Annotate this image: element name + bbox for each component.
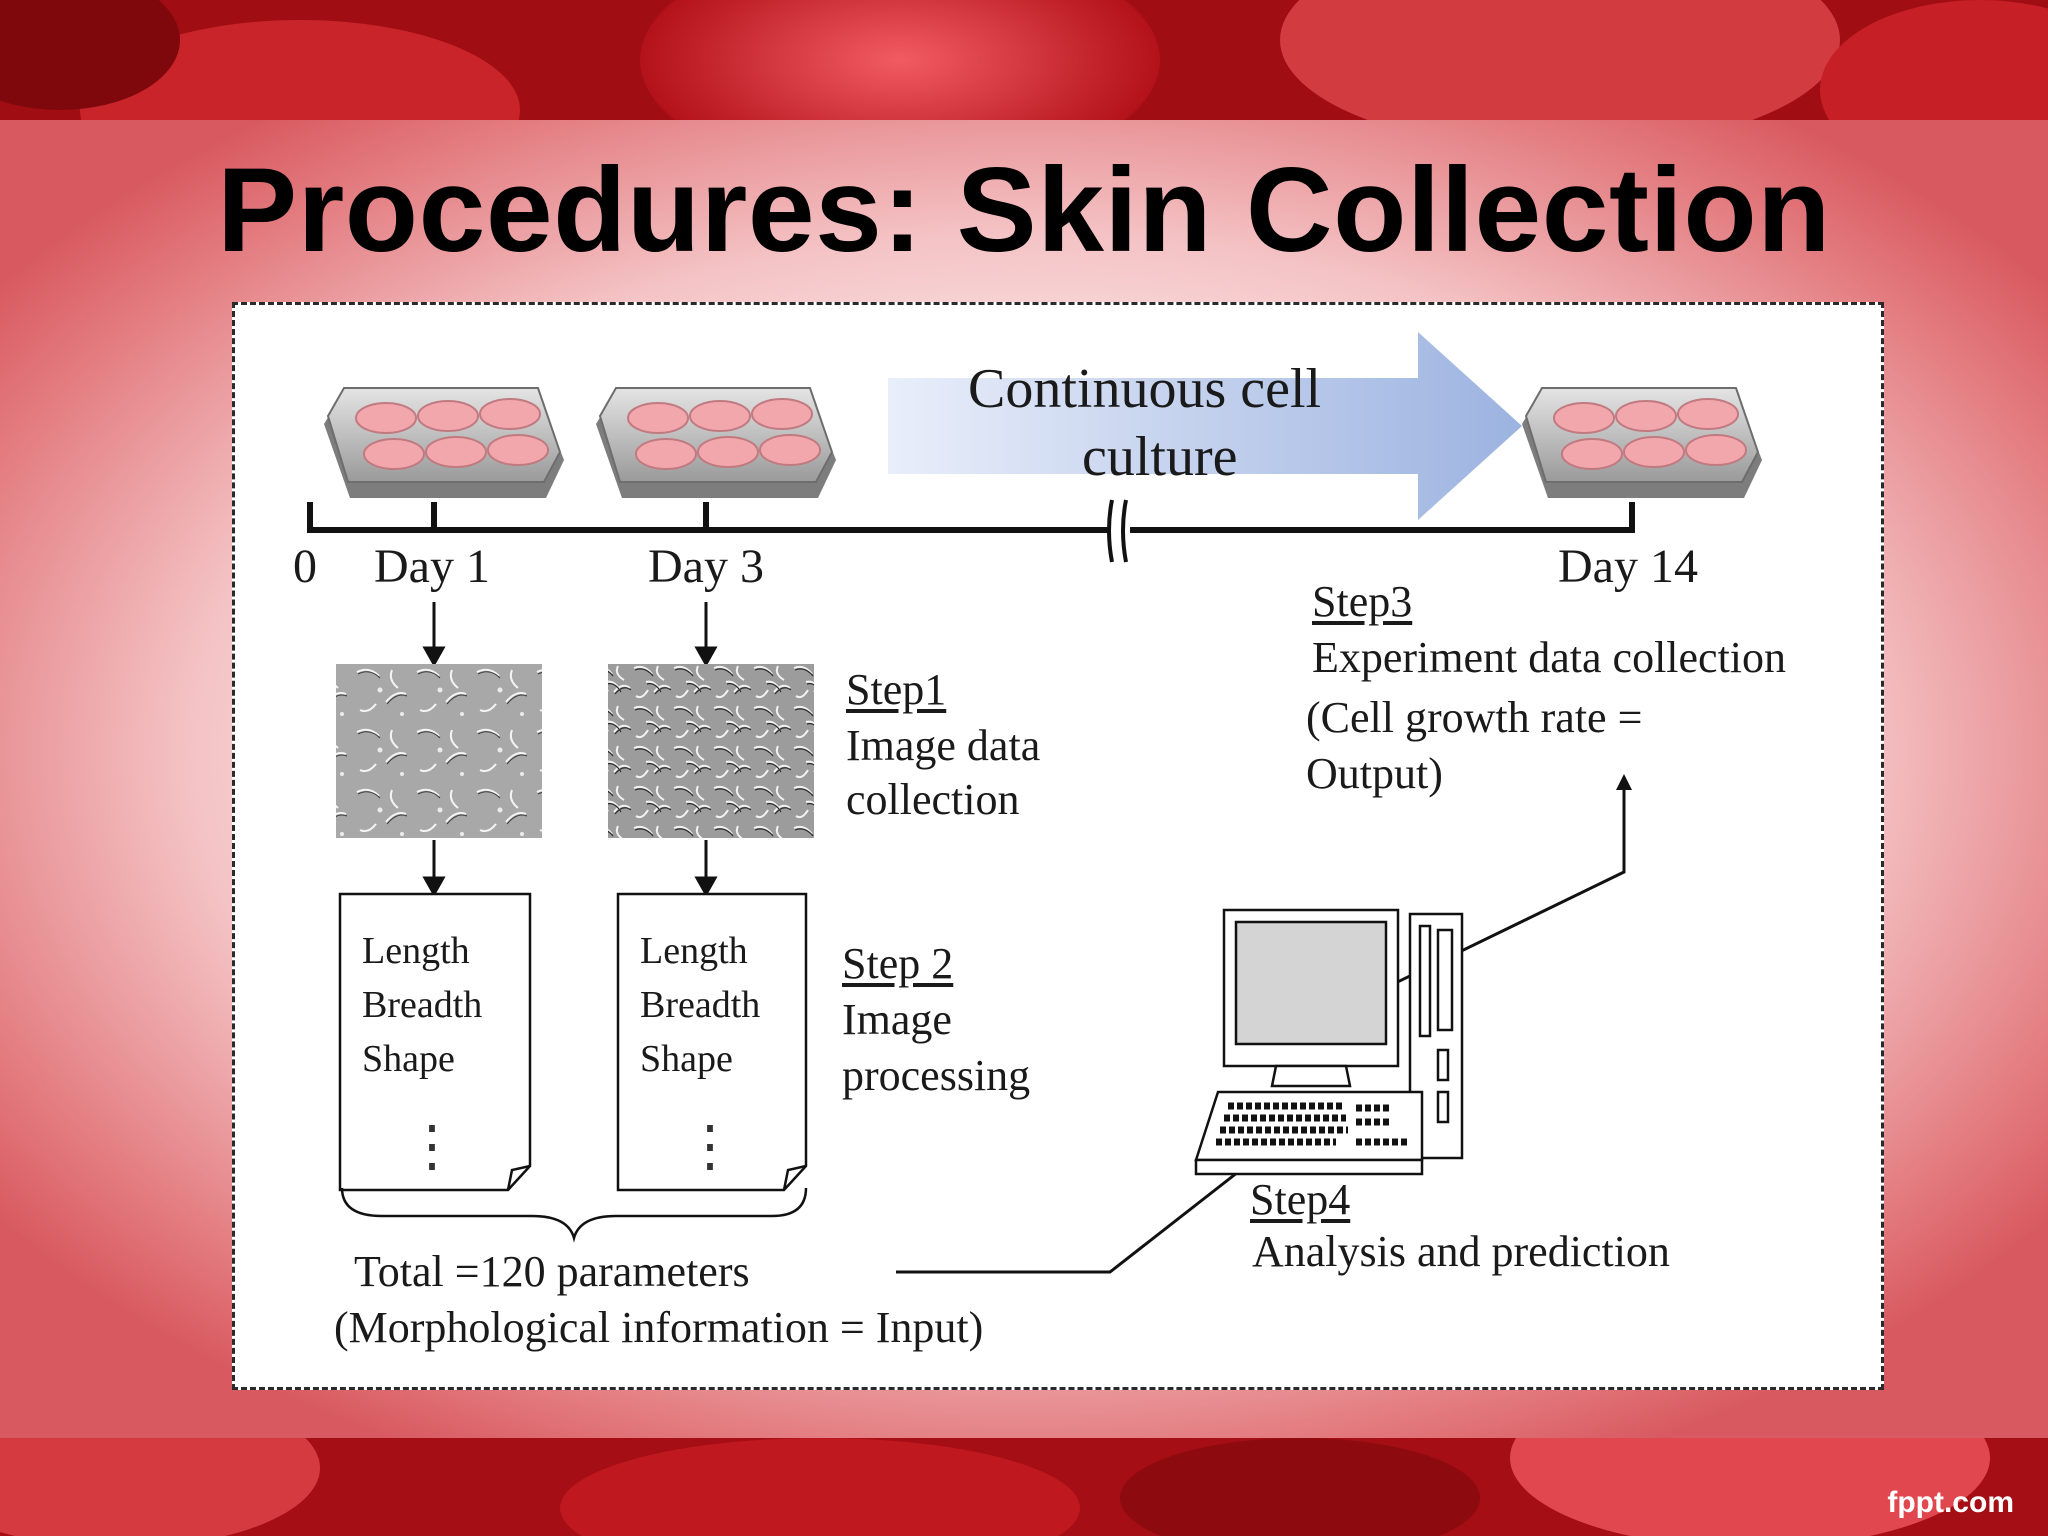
slide-title: Procedures: Skin Collection [217, 143, 1831, 277]
arrow-day1-to-image [422, 602, 446, 668]
sheet1-item-shape: Shape [362, 1038, 455, 1080]
timeline-label-day14: Day 14 [1558, 540, 1698, 593]
timeline-break-icon [1107, 499, 1130, 563]
parameter-sheet-day1-icon [338, 892, 532, 1192]
top-decorative-band [0, 0, 2048, 120]
step3-line3: Output) [1306, 749, 1443, 798]
step1-line2: collection [846, 775, 1020, 824]
step4-line1: Analysis and prediction [1252, 1227, 1670, 1276]
culture-arrow [888, 332, 1522, 520]
sheet2-ellipsis: ⋮ [682, 1116, 738, 1178]
total-parameters-line1: Total =120 parameters [354, 1247, 750, 1296]
cell-micrograph-day3-image [608, 664, 814, 838]
sheets-curly-brace [340, 1187, 808, 1243]
step2-line2: processing [842, 1051, 1031, 1100]
sheet1-item-breadth: Breadth [362, 984, 483, 1026]
connector-total-to-computer [896, 1156, 1257, 1274]
arrow-day3-to-image [694, 602, 718, 668]
step1-heading: Step1 [846, 665, 947, 714]
timeline-label-0: 0 [293, 540, 317, 593]
step3-heading: Step3 [1312, 577, 1413, 626]
bottom-decorative-band [0, 1438, 2048, 1536]
timeline [307, 502, 1635, 533]
sheet2-item-length: Length [640, 930, 748, 972]
total-parameters-line2: (Morphological information = Input) [334, 1303, 984, 1352]
cell-micrograph-day1-image [336, 664, 542, 838]
arrow-image1-to-sheet [422, 840, 446, 898]
arrow-image2-to-sheet [694, 840, 718, 898]
step1-line1: Image data [846, 721, 1041, 770]
parameter-sheet-day3-icon [616, 892, 808, 1192]
arrowhead-to-step3 [1616, 774, 1632, 790]
timeline-label-day3: Day 3 [648, 540, 764, 593]
procedure-diagram [307, 332, 1762, 1274]
culture-plate-day14-icon [1522, 387, 1762, 498]
timeline-label-day1: Day 1 [374, 540, 490, 593]
culture-arrow-label-line2: culture [1082, 426, 1238, 488]
step3-line1: Experiment data collection [1312, 633, 1787, 682]
culture-plate-day1-icon [324, 387, 564, 498]
step2-line1: Image [842, 995, 952, 1044]
sheet1-ellipsis: ⋮ [404, 1116, 460, 1178]
sheet1-item-length: Length [362, 930, 470, 972]
brand-watermark: fppt.com [1887, 1486, 2014, 1519]
step3-line2: (Cell growth rate = [1306, 693, 1643, 742]
step4-heading: Step4 [1250, 1175, 1351, 1224]
sheet2-item-breadth: Breadth [640, 984, 761, 1026]
culture-arrow-label-line1: Continuous cell [968, 358, 1322, 420]
desktop-computer-icon [1194, 908, 1464, 1176]
step2-heading: Step 2 [842, 939, 954, 988]
culture-plate-day3-icon [596, 387, 836, 498]
sheet2-item-shape: Shape [640, 1038, 733, 1080]
